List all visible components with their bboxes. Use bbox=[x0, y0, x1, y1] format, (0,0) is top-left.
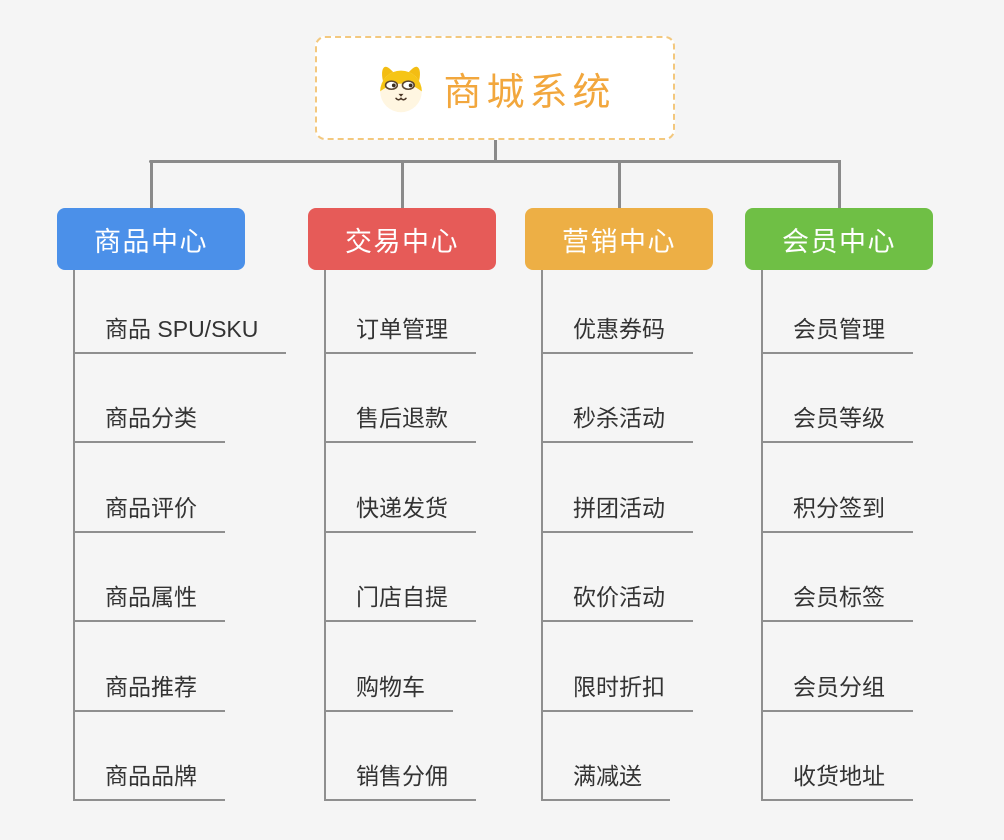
connector-root-stub bbox=[493, 140, 497, 161]
subtopic[interactable]: 购物车 bbox=[324, 668, 453, 712]
branch-topic[interactable]: 商品中心 bbox=[57, 208, 245, 270]
connector-branch-trunk bbox=[761, 270, 763, 801]
subtopic[interactable]: 商品属性 bbox=[73, 578, 225, 622]
subtopic[interactable]: 满减送 bbox=[541, 757, 670, 801]
branch-children: 优惠券码 秒杀活动 拼团活动 砍价活动 限时折扣 满减送 bbox=[541, 264, 693, 801]
connector-branch-trunk bbox=[73, 270, 75, 801]
subtopic[interactable]: 商品评价 bbox=[73, 489, 225, 533]
connector-branch-stub bbox=[149, 160, 153, 209]
subtopic[interactable]: 销售分佣 bbox=[324, 757, 476, 801]
subtopic[interactable]: 优惠券码 bbox=[541, 310, 693, 354]
connector-branch-trunk bbox=[541, 270, 543, 801]
subtopic[interactable]: 门店自提 bbox=[324, 578, 476, 622]
branch-topic-label: 商品中心 bbox=[94, 226, 208, 257]
subtopic[interactable]: 售后退款 bbox=[324, 399, 476, 443]
subtopic[interactable]: 限时折扣 bbox=[541, 668, 693, 712]
connector-branch-trunk bbox=[324, 270, 326, 801]
branch-topic-label: 交易中心 bbox=[345, 226, 459, 257]
subtopic[interactable]: 商品品牌 bbox=[73, 757, 225, 801]
subtopic[interactable]: 砍价活动 bbox=[541, 578, 693, 622]
connector-branch-stub bbox=[617, 160, 621, 209]
connector-rail bbox=[149, 160, 841, 163]
branch-topic[interactable]: 交易中心 bbox=[308, 208, 496, 270]
subtopic[interactable]: 积分签到 bbox=[761, 489, 913, 533]
subtopic[interactable]: 会员标签 bbox=[761, 578, 913, 622]
branch-topic[interactable]: 会员中心 bbox=[745, 208, 933, 270]
branch-children: 会员管理 会员等级 积分签到 会员标签 会员分组 收货地址 bbox=[761, 264, 913, 801]
branch-children: 订单管理 售后退款 快递发货 门店自提 购物车 销售分佣 bbox=[324, 264, 476, 801]
subtopic[interactable]: 订单管理 bbox=[324, 310, 476, 354]
subtopic[interactable]: 会员管理 bbox=[761, 310, 913, 354]
root-topic-label: 商城系统 bbox=[443, 71, 616, 114]
branch-children: 商品 SPU/SKU 商品分类 商品评价 商品属性 商品推荐 商品品牌 bbox=[73, 264, 287, 801]
subtopic[interactable]: 会员等级 bbox=[761, 399, 913, 443]
subtopic[interactable]: 收货地址 bbox=[761, 757, 913, 801]
subtopic[interactable]: 商品推荐 bbox=[73, 668, 225, 712]
dog-face-icon bbox=[374, 61, 428, 115]
subtopic[interactable]: 拼团活动 bbox=[541, 489, 693, 533]
subtopic[interactable]: 商品分类 bbox=[73, 399, 225, 443]
connector-branch-stub bbox=[400, 160, 404, 209]
branch-topic[interactable]: 营销中心 bbox=[525, 208, 713, 270]
connector-branch-stub bbox=[837, 160, 841, 209]
branch-topic-label: 会员中心 bbox=[782, 226, 896, 257]
root-topic[interactable]: 商城系统 bbox=[315, 36, 675, 140]
subtopic[interactable]: 快递发货 bbox=[324, 489, 476, 533]
subtopic[interactable]: 商品 SPU/SKU bbox=[73, 310, 287, 354]
branch-topic-label: 营销中心 bbox=[562, 226, 676, 257]
subtopic[interactable]: 秒杀活动 bbox=[541, 399, 693, 443]
subtopic[interactable]: 会员分组 bbox=[761, 668, 913, 712]
